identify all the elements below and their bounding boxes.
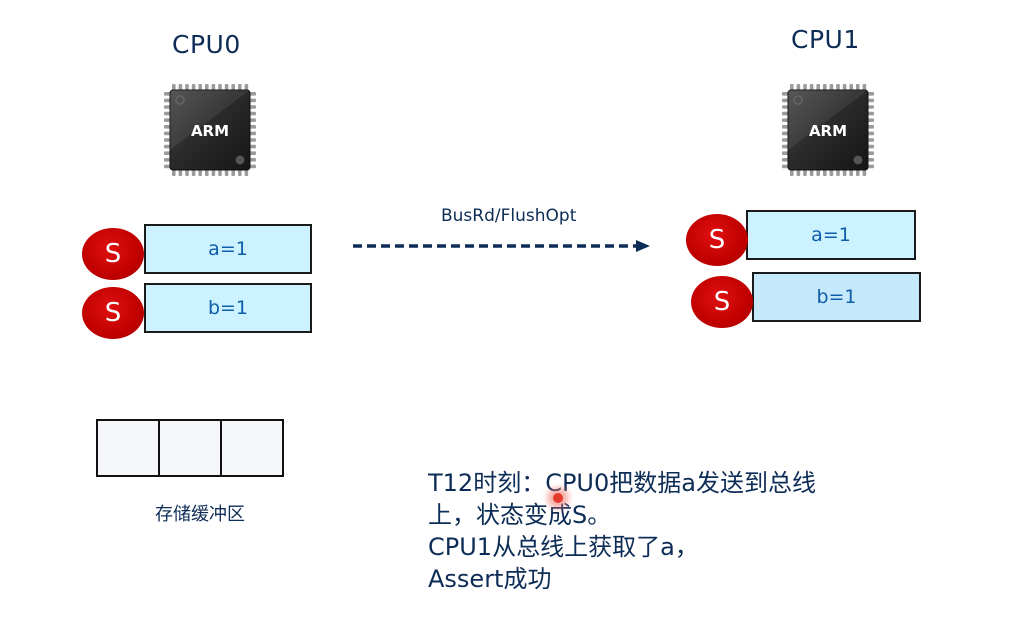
description-line: CPU1从总线上获取了a， — [428, 533, 699, 561]
arrow-head-icon — [636, 240, 650, 252]
store-buffer-label: 存储缓冲区 — [155, 504, 245, 525]
store-buffer — [96, 419, 284, 477]
cache-line-value: a=1 — [746, 210, 916, 260]
arm-chip-icon: ARM — [160, 80, 260, 180]
state-badge: S — [82, 287, 144, 339]
state-badge: S — [691, 276, 753, 328]
state-badge: S — [82, 228, 144, 280]
store-buffer-slot — [158, 419, 222, 477]
bus-message-label: BusRd/FlushOpt — [441, 206, 577, 226]
cpu1-title: CPU1 — [791, 25, 860, 54]
bus-arrow — [353, 240, 650, 252]
chip-label: ARM — [191, 122, 229, 140]
arm-chip-icon: ARM — [778, 80, 878, 180]
store-buffer-slot — [96, 419, 160, 477]
arm-chip-graphic: ARM — [164, 84, 256, 176]
description-line: T12时刻：CPU0把数据a发送到总线 — [428, 469, 816, 497]
cache-line-value: a=1 — [144, 224, 312, 274]
description-line: Assert成功 — [428, 565, 552, 593]
pointer-cursor-icon — [551, 491, 565, 505]
arm-chip-graphic: ARM — [782, 84, 874, 176]
cpu0-title: CPU0 — [172, 30, 241, 59]
description-line: 上，状态变成S。 — [428, 501, 612, 529]
cache-line-value: b=1 — [752, 272, 921, 322]
state-badge: S — [686, 214, 748, 266]
chip-label: ARM — [809, 122, 847, 140]
cache-line-value: b=1 — [144, 283, 312, 333]
store-buffer-slot — [220, 419, 284, 477]
step-description: T12时刻：CPU0把数据a发送到总线 上，状态变成S。 CPU1从总线上获取了… — [428, 467, 816, 595]
